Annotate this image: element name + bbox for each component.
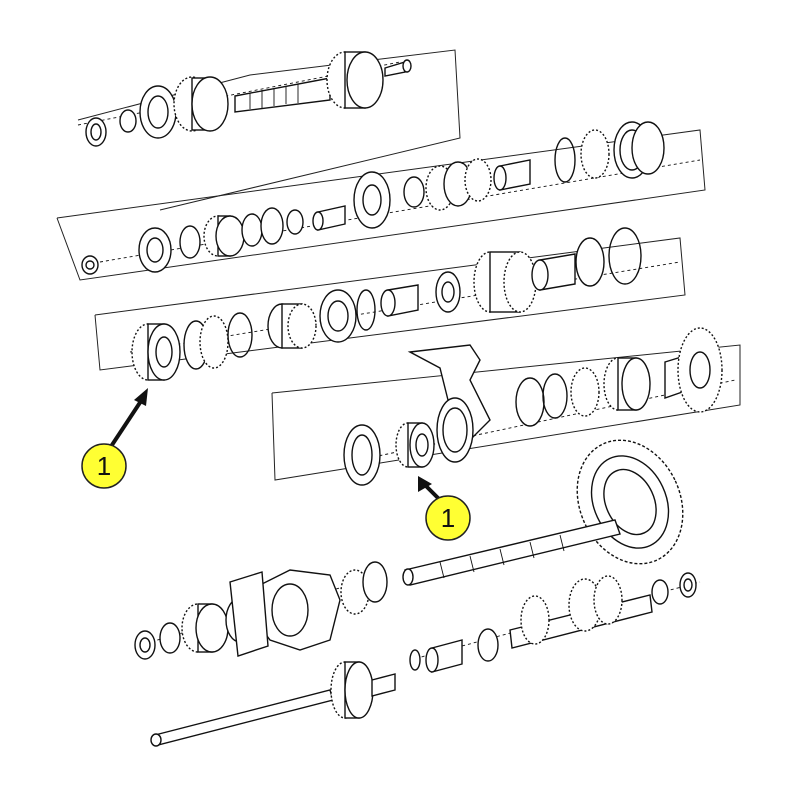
callout-label: 1 xyxy=(97,451,111,481)
input-shaft-assembly xyxy=(77,49,461,211)
mainshaft-upper-assembly xyxy=(56,121,706,281)
mainshaft-middle-assembly xyxy=(94,227,686,381)
countershaft-assembly xyxy=(409,572,701,673)
callout-1-left: 1 xyxy=(81,388,148,489)
reverse-idler-shaft xyxy=(150,661,396,747)
callout-1-right: 1 xyxy=(418,476,471,541)
differential-assembly xyxy=(134,561,388,660)
bearing-item-1-lower xyxy=(395,422,435,468)
callout-bubble xyxy=(425,495,471,541)
callout-label: 1 xyxy=(441,503,455,533)
ring-gear-assembly xyxy=(402,439,684,586)
bearing-item-1-upper xyxy=(131,323,181,381)
callout-bubble xyxy=(81,443,127,489)
input-gear xyxy=(173,76,229,132)
shift-fork-assembly xyxy=(271,327,741,486)
